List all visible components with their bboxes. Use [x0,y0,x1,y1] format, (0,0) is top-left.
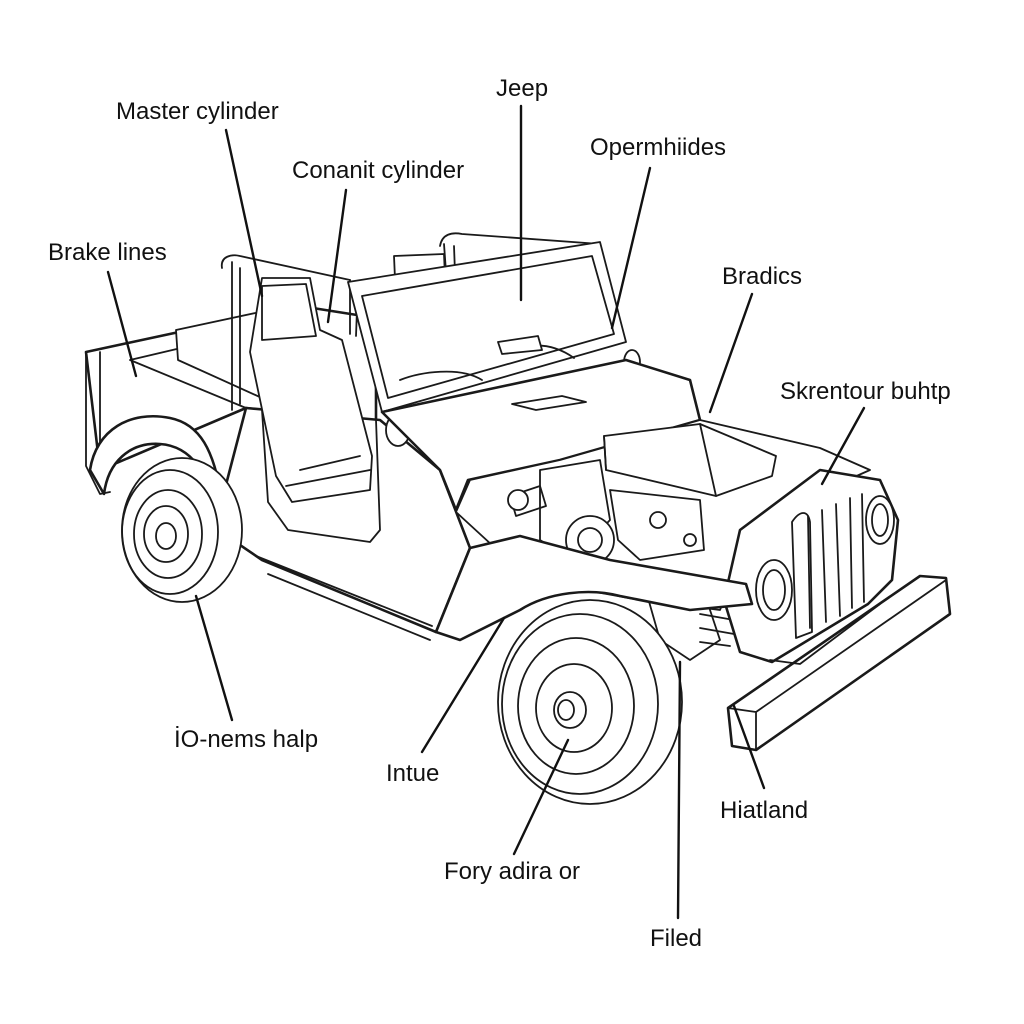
label-hiatland: Hiatland [720,797,808,824]
leader-brake-lines [106,270,138,378]
rear-wheel [121,457,243,603]
leader-skrentour-buhtp [820,406,866,486]
label-conanit-cylinder: Conanit cylinder [292,157,464,184]
leader-fory-adira-or [512,738,570,856]
leader-hiatland [732,704,766,790]
leader-conanit-cylinder [326,188,348,324]
leader-bradics [708,292,754,414]
label-fory-adira-or: Fory adira or [444,858,580,885]
label-skrentour-buhtp: Skrentour buhtp [780,378,951,405]
label-opermhiides: Opermhiides [590,134,726,161]
label-io-nems-halp: İO-nems halp [174,726,318,753]
front-wheel [497,599,683,805]
front-fender [434,534,754,642]
jeep-icon [84,232,952,805]
label-jeep: Jeep [496,75,548,102]
leader-lines [106,104,866,920]
label-bradics: Bradics [722,263,802,290]
windshield [347,241,627,413]
label-intue: Intue [386,760,439,787]
label-brake-lines: Brake lines [48,239,167,266]
front-seat [249,277,373,503]
headlight-right [865,495,895,545]
headlight-left [755,559,793,621]
front-bumper [726,574,952,752]
roll-bar [220,254,351,411]
label-master-cylinder: Master cylinder [116,98,279,125]
leader-master-cylinder [224,128,264,298]
label-filed: Filed [650,925,702,952]
leader-opermhiides [610,166,652,330]
leader-intue [420,616,506,754]
labels: Master cylinder Conanit cylinder Jeep Op… [48,75,951,952]
leader-io-nems-halp [194,594,234,722]
leader-filed [676,660,682,920]
